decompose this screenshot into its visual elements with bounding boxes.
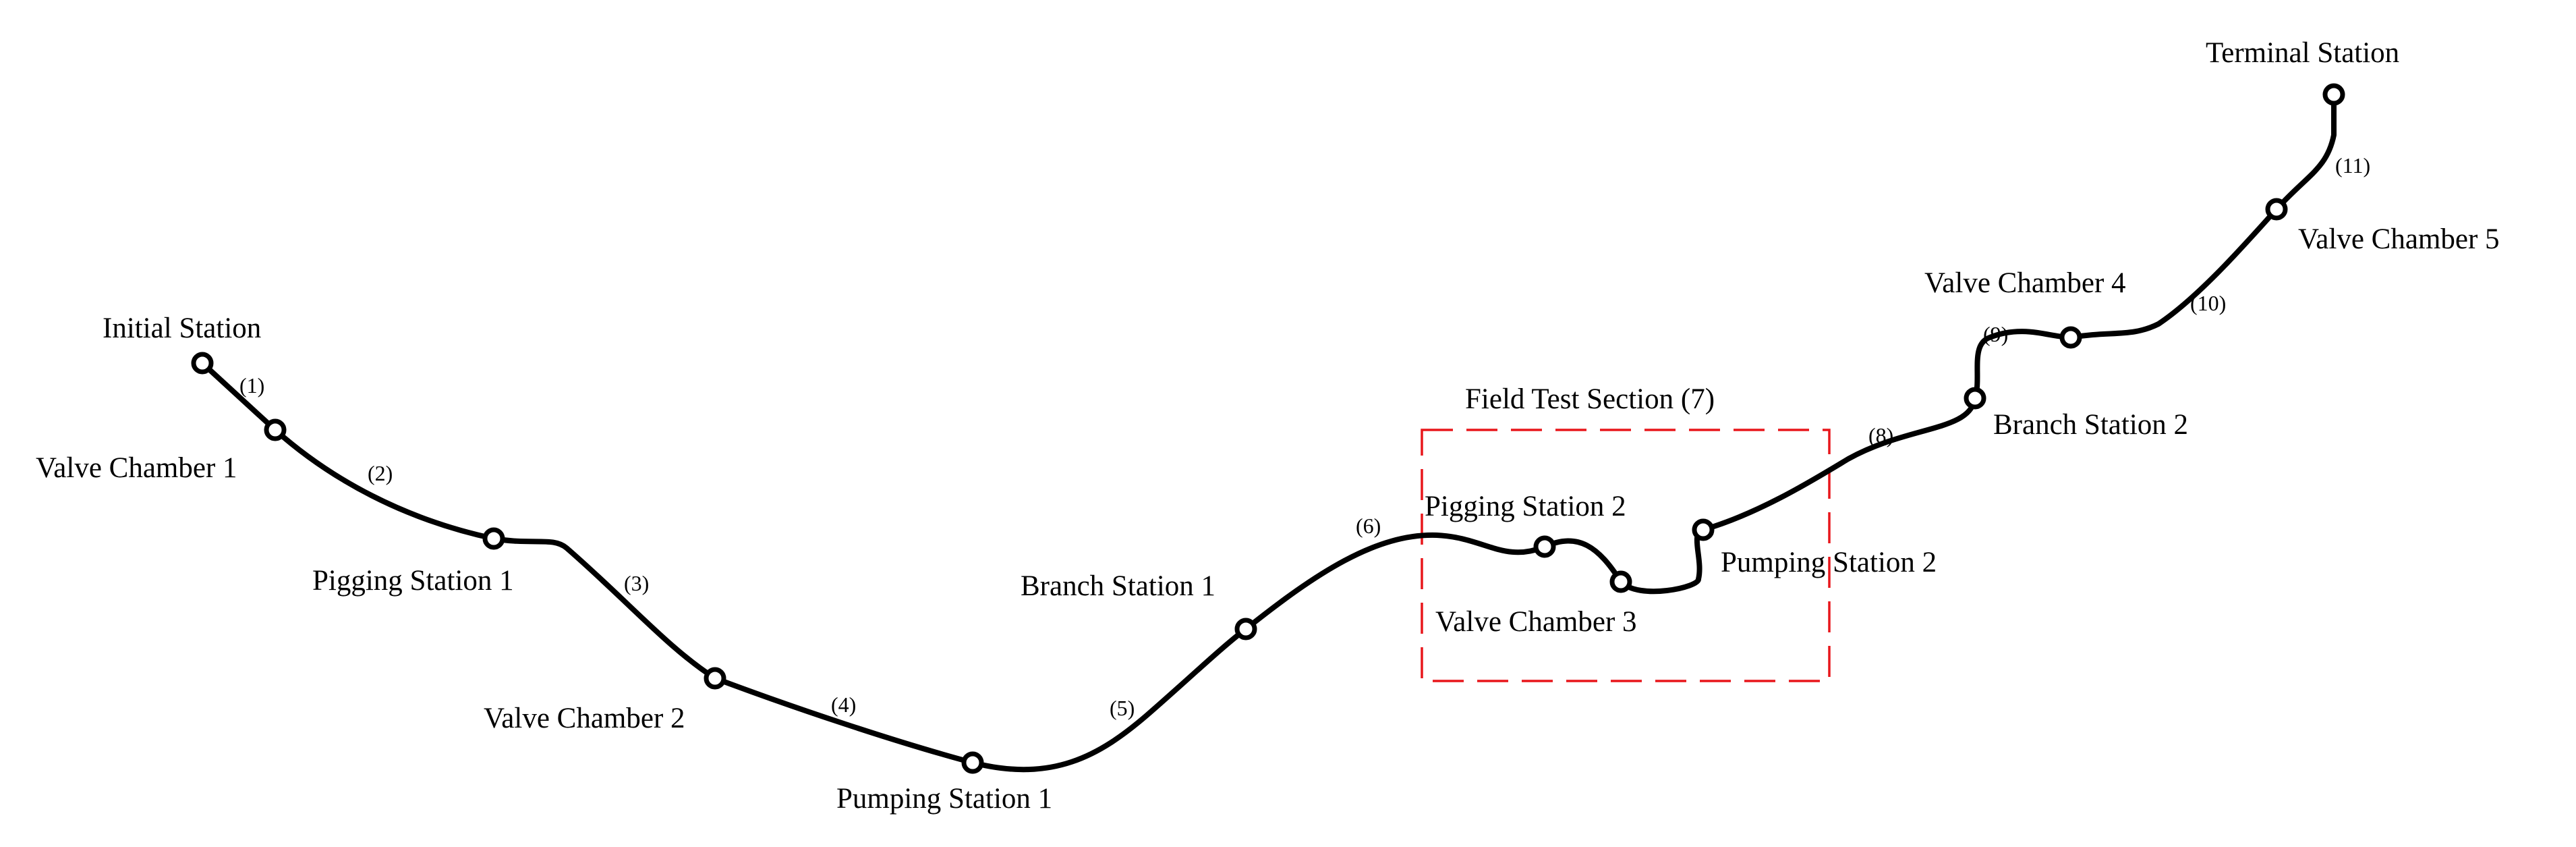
station-label-pigging-station-1: Pigging Station 1 (312, 565, 514, 597)
station-label-branch-station-1: Branch Station 1 (1021, 570, 1215, 602)
station-node-terminal (2322, 83, 2345, 106)
station-node-pigging-station-2 (1533, 535, 1556, 558)
segment-label-11: (11) (2335, 153, 2370, 177)
station-node-valve-chamber-2 (704, 667, 726, 690)
station-node-initial (191, 352, 214, 375)
station-node-valve-chamber-4 (2059, 326, 2082, 349)
station-node-pumping-station-2 (1692, 518, 1715, 541)
station-label-valve-chamber-1: Valve Chamber 1 (36, 452, 237, 484)
field-test-section-label: Field Test Section (7) (1465, 383, 1715, 415)
station-label-valve-chamber-5: Valve Chamber 5 (2298, 223, 2500, 255)
station-label-pigging-station-2: Pigging Station 2 (1425, 491, 1626, 522)
station-node-pumping-station-1 (961, 751, 984, 774)
station-label-valve-chamber-2: Valve Chamber 2 (484, 703, 685, 734)
station-node-branch-station-1 (1234, 618, 1257, 640)
station-label-terminal: Terminal Station (2206, 37, 2399, 69)
segment-label-4: (4) (831, 692, 856, 717)
station-node-valve-chamber-3 (1609, 570, 1632, 593)
station-node-pigging-station-1 (482, 527, 505, 550)
segment-label-10: (10) (2190, 291, 2226, 315)
station-label-valve-chamber-3: Valve Chamber 3 (1435, 606, 1637, 638)
station-label-pumping-station-2: Pumping Station 2 (1721, 547, 1937, 578)
station-label-valve-chamber-4: Valve Chamber 4 (1924, 267, 2126, 299)
station-label-pumping-station-1: Pumping Station 1 (836, 783, 1052, 815)
station-label-initial: Initial Station (103, 312, 261, 344)
segment-label-8: (8) (1868, 423, 1893, 447)
station-label-branch-station-2: Branch Station 2 (1993, 409, 2188, 441)
segment-label-1: (1) (239, 373, 264, 398)
field-test-section-box (1421, 429, 1831, 682)
segment-label-2: (2) (368, 461, 393, 485)
station-node-branch-station-2 (1964, 387, 1986, 410)
segment-label-6: (6) (1356, 514, 1381, 538)
segment-label-9: (9) (1983, 322, 2008, 346)
segment-label-3: (3) (624, 571, 649, 595)
segment-label-5: (5) (1110, 696, 1135, 720)
station-node-valve-chamber-5 (2265, 198, 2288, 221)
station-node-valve-chamber-1 (264, 418, 287, 441)
